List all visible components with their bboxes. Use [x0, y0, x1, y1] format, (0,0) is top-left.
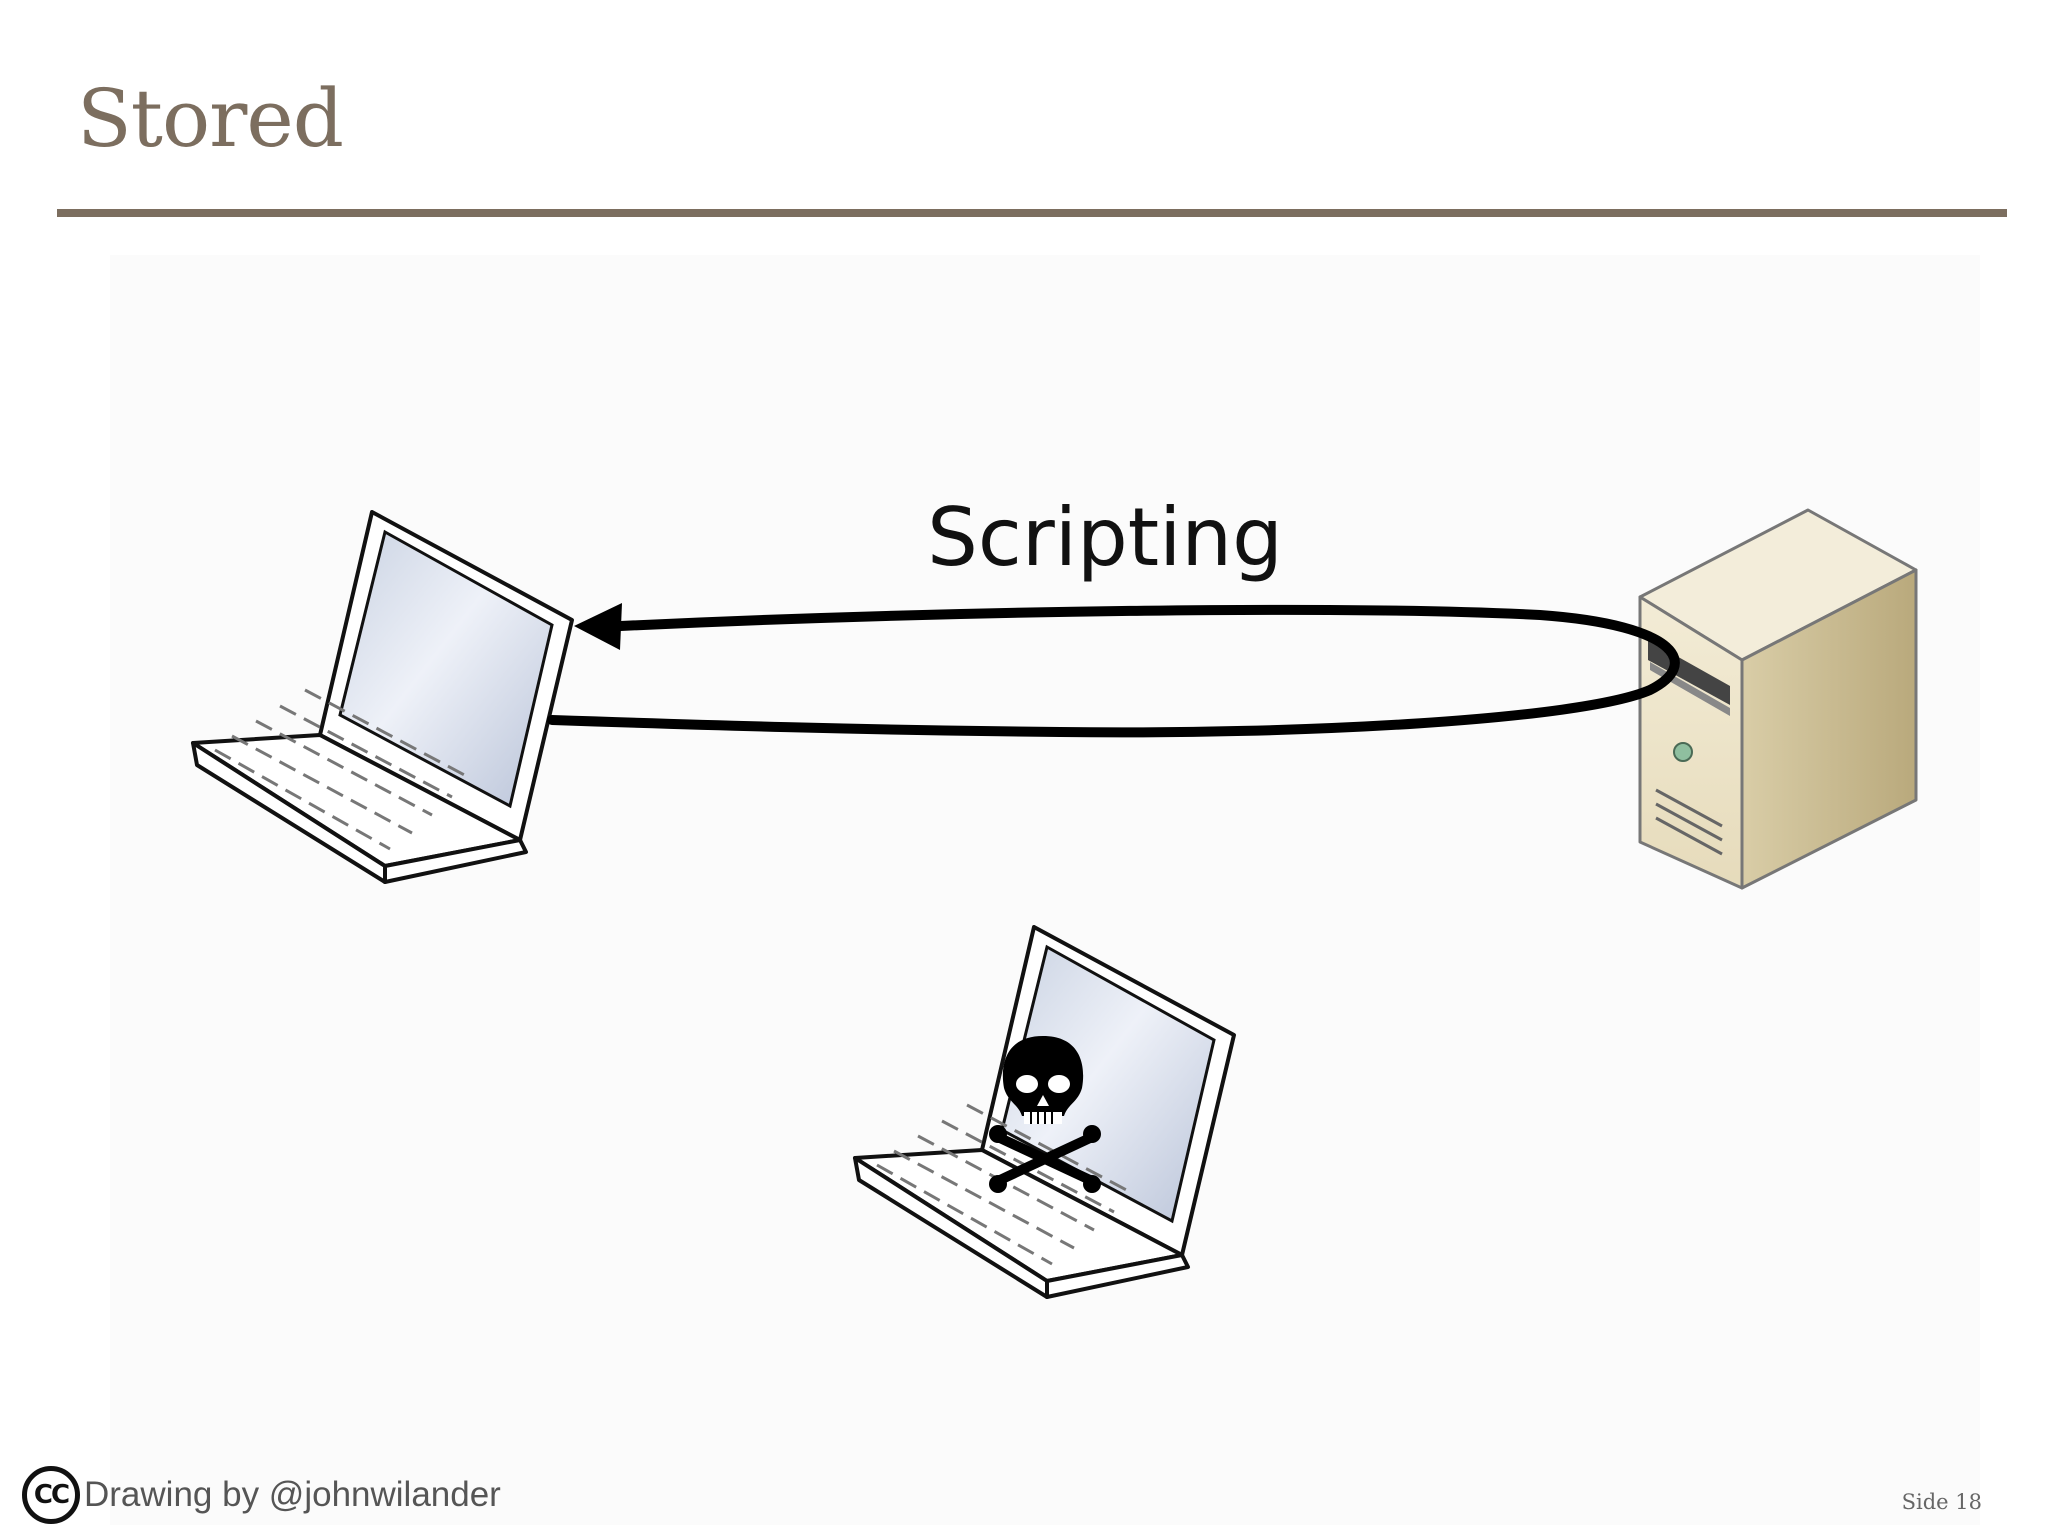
scripting-flow-arrow — [547, 603, 1680, 738]
skull-crossbones-icon — [989, 1036, 1101, 1193]
server-tower-icon — [1638, 508, 1918, 890]
slide-title: Stored — [77, 72, 344, 165]
creative-commons-icon: CC — [22, 1466, 80, 1524]
arrow-head — [574, 603, 622, 650]
diagram-background — [110, 255, 1980, 1525]
footer-credit: CC Drawing by @johnwilander — [22, 1466, 501, 1524]
flow-label: Scripting — [927, 491, 1283, 584]
victim-laptop-icon — [191, 510, 574, 884]
credit-text: Drawing by @johnwilander — [84, 1475, 501, 1514]
slide-number: Side 18 — [1901, 1490, 1982, 1514]
title-divider — [57, 209, 2007, 217]
